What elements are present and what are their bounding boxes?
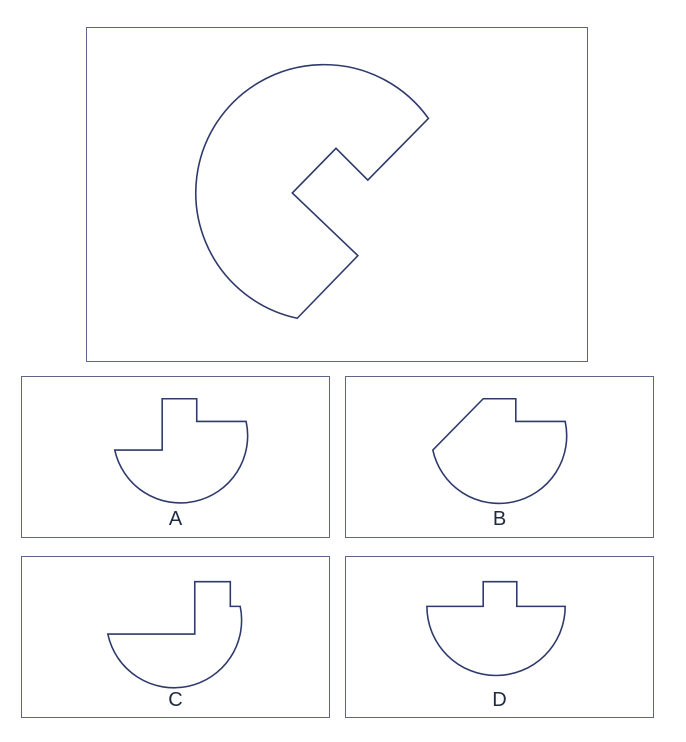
main-figure-svg bbox=[195, 63, 430, 320]
option-c-svg bbox=[106, 580, 243, 689]
option-b-shape bbox=[431, 397, 568, 505]
option-a-svg bbox=[113, 397, 249, 504]
option-d-shape bbox=[426, 580, 566, 677]
option-a-shape bbox=[113, 397, 249, 504]
option-b-label: B bbox=[492, 508, 507, 530]
option-b-svg bbox=[431, 397, 568, 505]
option-c-shape bbox=[106, 580, 243, 689]
main-figure-panel bbox=[86, 27, 588, 362]
option-b-panel[interactable]: B bbox=[345, 376, 654, 538]
option-c-panel[interactable]: C bbox=[21, 556, 330, 718]
option-d-label: D bbox=[492, 689, 507, 711]
main-pie-shape bbox=[195, 63, 430, 320]
option-d-svg bbox=[426, 580, 566, 677]
option-a-panel[interactable]: A bbox=[21, 376, 330, 538]
option-d-panel[interactable]: D bbox=[345, 556, 654, 718]
option-c-label: C bbox=[168, 689, 183, 711]
option-a-label: A bbox=[168, 508, 183, 530]
